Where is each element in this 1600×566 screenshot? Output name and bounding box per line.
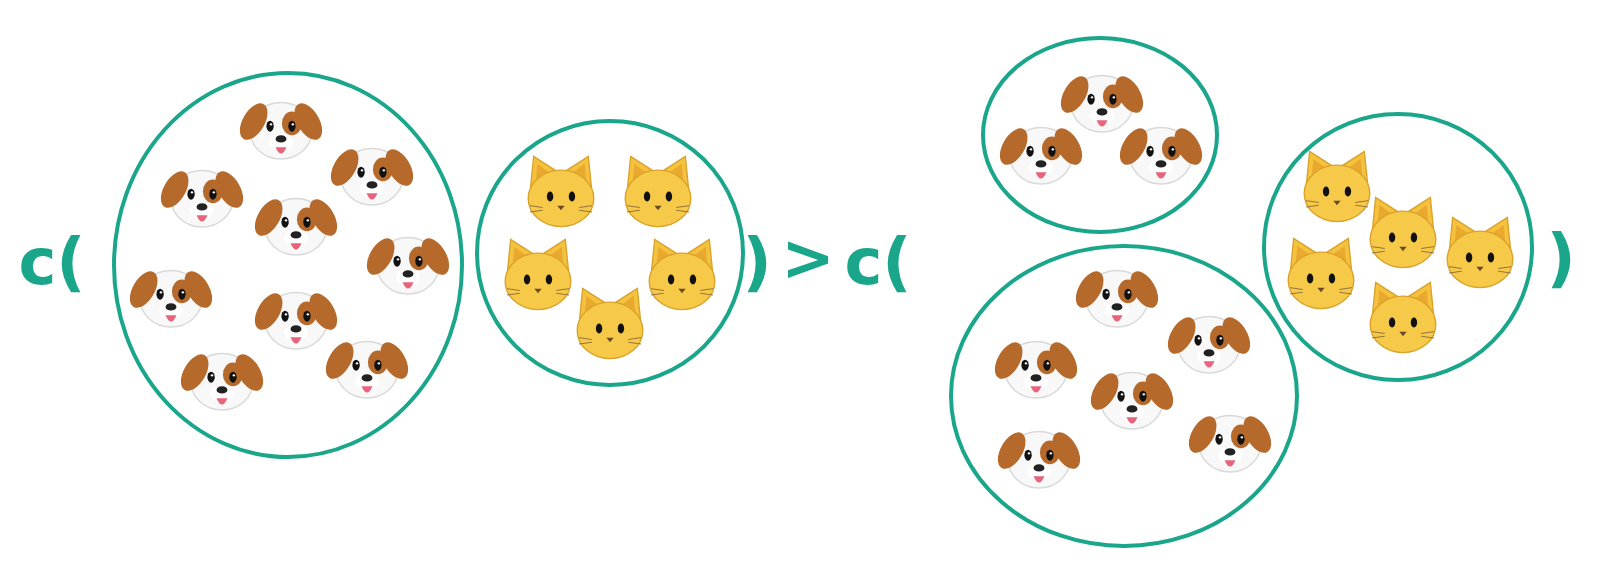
- dog-group-circle: [114, 73, 462, 457]
- dog-group-circle: [951, 246, 1297, 546]
- dog-icon: [989, 338, 1083, 398]
- function-close: ): [1546, 226, 1575, 290]
- dog-icon: [1055, 72, 1149, 132]
- dog-icon: [1162, 313, 1256, 373]
- dog-icon: [1114, 124, 1208, 184]
- dog-icon: [361, 234, 455, 294]
- dog-group-circle: [983, 38, 1217, 232]
- dog-icon: [992, 428, 1086, 488]
- dog-icon: [234, 99, 328, 159]
- cat-icon: [577, 288, 643, 358]
- dog-icon: [1183, 412, 1277, 472]
- cat-icon: [1447, 217, 1513, 287]
- cat-icon: [1288, 238, 1354, 308]
- dog-icon: [249, 195, 343, 255]
- dog-icon: [249, 289, 343, 349]
- function-close: ): [742, 230, 771, 294]
- dog-icon: [155, 167, 249, 227]
- cat-group-circle: [1264, 114, 1532, 380]
- dog-icon: [325, 145, 419, 205]
- cat-icon: [1304, 151, 1370, 221]
- cat-icon: [528, 156, 594, 226]
- cat-icon: [505, 239, 571, 309]
- function-open: c(: [844, 230, 911, 294]
- dog-icon: [320, 338, 414, 398]
- dog-icon: [175, 350, 269, 410]
- dog-icon: [1085, 369, 1179, 429]
- cat-icon: [1370, 282, 1436, 352]
- dog-icon: [1070, 267, 1164, 327]
- cat-icon: [649, 239, 715, 309]
- cat-icon: [625, 156, 691, 226]
- comparison-sign: >: [781, 226, 835, 290]
- dog-icon: [994, 124, 1088, 184]
- cat-group-circle: [477, 121, 743, 385]
- function-open: c(: [18, 230, 85, 294]
- dog-icon: [124, 267, 218, 327]
- cat-icon: [1370, 197, 1436, 267]
